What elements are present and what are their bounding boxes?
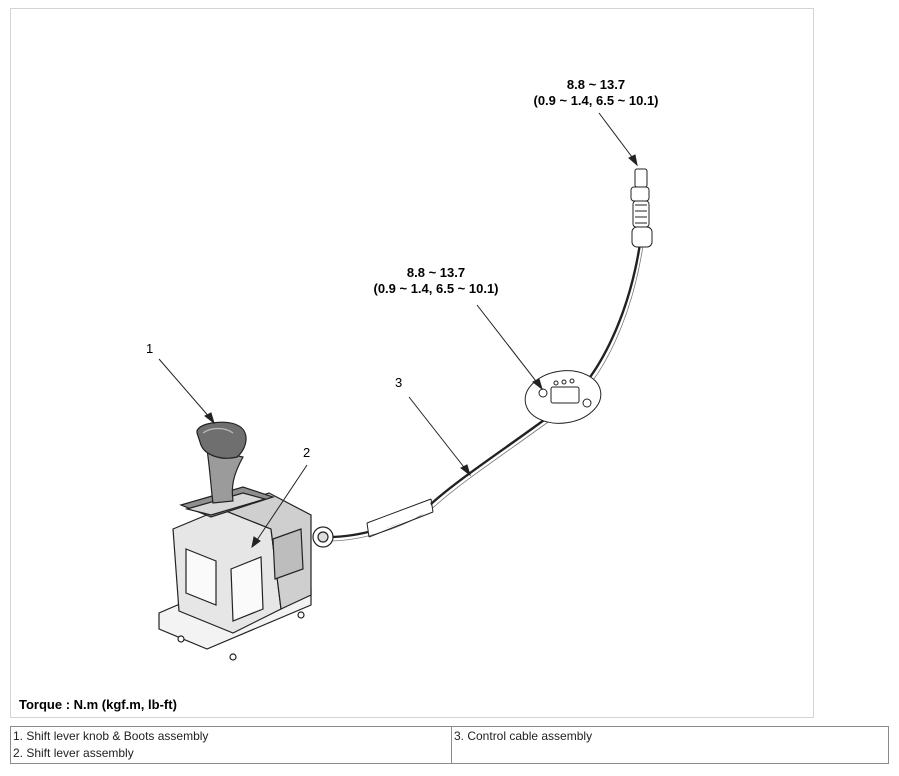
callout-3: 3 [395,375,403,390]
shift-lever-assembly [158,421,334,661]
torque-top-value: 8.8 ~ 13.7 [566,77,626,92]
legend-item-2: 2. Shift lever assembly [13,746,134,760]
diagram-figure: 8.8 ~ 13.7 (0.9 ~ 1.4, 6.5 ~ 10.1) 8.8 ~… [10,8,814,718]
torque-top-range: (0.9 ~ 1.4, 6.5 ~ 10.1) [533,93,659,108]
control-cable [328,236,645,542]
leader-lines [158,112,638,549]
torque-mid-value: 8.8 ~ 13.7 [406,265,466,280]
torque-mid-range: (0.9 ~ 1.4, 6.5 ~ 10.1) [373,281,499,296]
legend-item-3: 3. Control cable assembly [454,729,593,743]
legend-item-1: 1. Shift lever knob & Boots assembly [13,729,209,743]
callout-1: 1 [146,341,154,356]
torque-label-top: 8.8 ~ 13.7 (0.9 ~ 1.4, 6.5 ~ 10.1) [521,77,671,109]
cable-end-fitting [630,168,653,248]
shift-lever-cable-illustration [158,112,653,661]
parts-legend-table: 1. Shift lever knob & Boots assembly 2. … [10,726,889,764]
legend-cell-left: 1. Shift lever knob & Boots assembly 2. … [10,726,452,764]
legend-cell-right: 3. Control cable assembly [451,726,889,764]
torque-unit-note: Torque : N.m (kgf.m, lb-ft) [19,697,177,712]
cable-bracket [524,370,602,424]
legend-row: 1. Shift lever knob & Boots assembly 2. … [10,726,889,764]
callout-2: 2 [303,445,311,460]
torque-label-middle: 8.8 ~ 13.7 (0.9 ~ 1.4, 6.5 ~ 10.1) [361,265,511,297]
